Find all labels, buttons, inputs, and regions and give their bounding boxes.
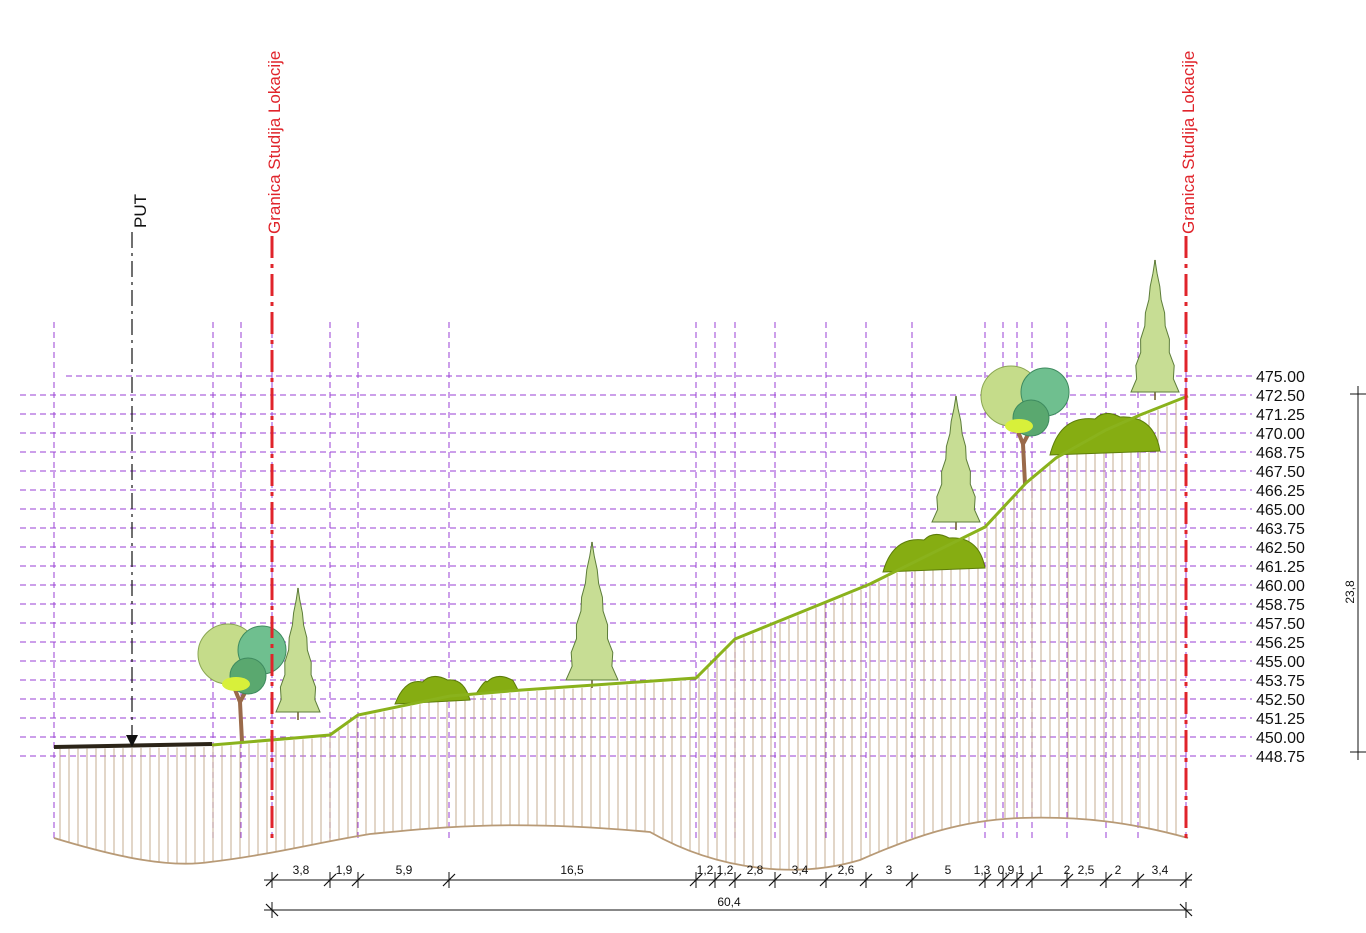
total-height-label: 23,8 <box>1343 580 1357 604</box>
elevation-label: 458.75 <box>1256 597 1305 614</box>
tree-foliage <box>565 541 619 681</box>
tree-crown <box>222 677 250 691</box>
elevation-label: 468.75 <box>1256 445 1305 462</box>
elevation-label: 448.75 <box>1256 749 1305 766</box>
segment-length-label: 2,8 <box>747 863 764 877</box>
soil-hatching <box>59 402 1177 870</box>
vertical-grid-lines <box>53 322 1187 840</box>
segment-length-label: 2 <box>1115 863 1122 877</box>
tree-foliage <box>275 587 321 713</box>
soil-bottom-boundary <box>53 816 1189 871</box>
shrub <box>1049 413 1161 456</box>
elevation-label: 465.00 <box>1256 502 1305 519</box>
elevation-labels: 475.00 472.50 471.25 470.00 468.75 467.50 466.… <box>1256 369 1305 766</box>
elevation-label: 470.00 <box>1256 426 1305 443</box>
dimension-slash <box>1060 873 1074 887</box>
dimension-slash <box>978 873 992 887</box>
segment-length-label: 16,5 <box>560 863 584 877</box>
conifer-tree <box>275 587 321 720</box>
dimension-slash <box>996 873 1010 887</box>
deciduous-tree <box>980 365 1070 485</box>
elevation-label: 452.50 <box>1256 692 1305 709</box>
elevation-label: 455.00 <box>1256 654 1305 671</box>
elevation-label: 456.25 <box>1256 635 1305 652</box>
terrain-profile-line <box>211 394 1189 747</box>
elevation-label: 450.00 <box>1256 730 1305 747</box>
dimension-slash <box>442 873 456 887</box>
vegetation <box>197 259 1180 743</box>
elevation-label: 457.50 <box>1256 616 1305 633</box>
road-label: PUT <box>131 194 150 228</box>
segment-length-label: 1,2 <box>717 863 734 877</box>
elevation-label: 463.75 <box>1256 521 1305 538</box>
elevation-label: 462.50 <box>1256 540 1305 557</box>
total-width-dimension <box>264 902 1193 918</box>
dimension-slash <box>323 873 337 887</box>
tree-foliage <box>1130 259 1180 393</box>
segment-length-label: 0,9 <box>998 863 1015 877</box>
dimension-slash <box>768 873 782 887</box>
dimension-slash <box>1099 873 1113 887</box>
dimension-slash <box>1010 873 1024 887</box>
dimension-slash <box>819 873 833 887</box>
segment-length-label: 1 <box>1018 863 1025 877</box>
segment-length-label: 3,4 <box>1152 863 1169 877</box>
total-height-dimension <box>1350 386 1366 760</box>
dimension-slash <box>905 873 919 887</box>
segment-length-label: 3,4 <box>792 863 809 877</box>
shrub-shape <box>475 676 519 695</box>
elevation-label: 475.00 <box>1256 369 1305 386</box>
total-width-label: 60,4 <box>717 895 741 909</box>
shrub-shape <box>1049 413 1161 456</box>
dimension-slash <box>708 873 722 887</box>
dimension-slash <box>728 873 742 887</box>
elevation-label: 453.75 <box>1256 673 1305 690</box>
segment-length-label: 1,2 <box>697 863 714 877</box>
study-border-right-label: Granica Studija Lokacije <box>1179 51 1198 234</box>
road-marker <box>126 232 138 747</box>
segment-length-label: 2 <box>1064 863 1071 877</box>
segment-length-label: 2,5 <box>1078 863 1095 877</box>
tree-crown <box>1005 419 1033 433</box>
elevation-label: 451.25 <box>1256 711 1305 728</box>
elevation-label: 461.25 <box>1256 559 1305 576</box>
tree-foliage <box>931 395 981 523</box>
segment-length-label: 5 <box>945 863 952 877</box>
conifer-tree <box>565 541 619 688</box>
dimension-slash <box>351 873 365 887</box>
elevation-label: 467.50 <box>1256 464 1305 481</box>
segment-length-label: 3 <box>886 863 893 877</box>
segment-length-label: 3,8 <box>293 863 310 877</box>
dimension-slash <box>1179 873 1193 887</box>
segment-length-label: 5,9 <box>396 863 413 877</box>
elevation-label: 471.25 <box>1256 407 1305 424</box>
dimension-slash <box>859 873 873 887</box>
elevation-label: 472.50 <box>1256 388 1305 405</box>
conifer-tree <box>931 395 981 530</box>
dimension-slash <box>265 873 279 887</box>
deciduous-tree <box>197 623 287 743</box>
elevation-label: 466.25 <box>1256 483 1305 500</box>
study-border-left-label: Granica Studija Lokacije <box>265 51 284 234</box>
segment-length-label: 1 <box>1037 863 1044 877</box>
dimension-slash <box>689 873 703 887</box>
shrub <box>475 676 519 695</box>
conifer-tree <box>1130 259 1180 400</box>
elevation-label: 460.00 <box>1256 578 1305 595</box>
dimension-slash <box>1025 873 1039 887</box>
dimension-slash <box>1131 873 1145 887</box>
road-surface <box>53 742 213 749</box>
segment-length-label: 1,3 <box>974 863 991 877</box>
segment-length-label: 1,9 <box>336 863 353 877</box>
segment-length-label: 2,6 <box>838 863 855 877</box>
